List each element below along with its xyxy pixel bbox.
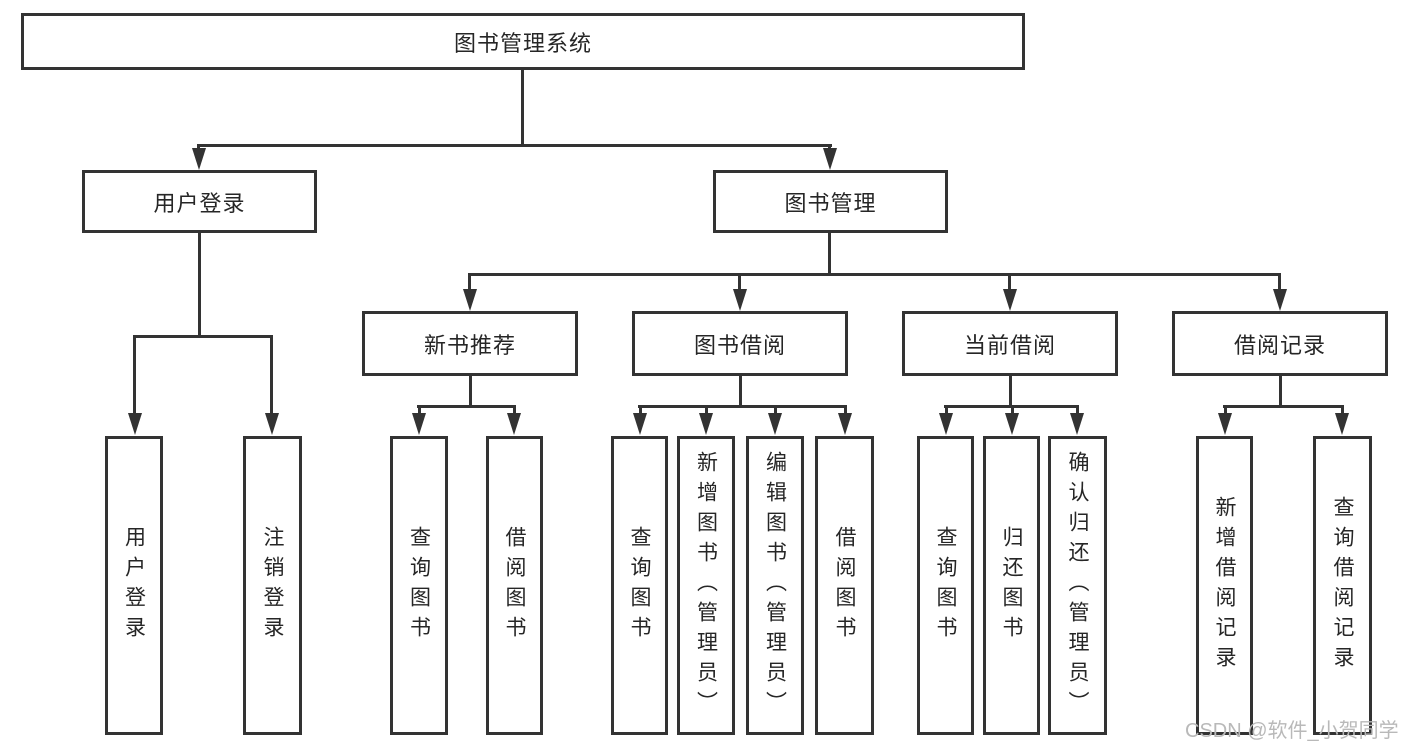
connector-line bbox=[1011, 405, 1014, 415]
connector-line bbox=[639, 405, 642, 415]
connector-line bbox=[1224, 405, 1227, 415]
connector-line bbox=[638, 405, 847, 408]
node-new-book-recommend: 新书推荐 bbox=[362, 311, 578, 376]
leaf-query-books-current: 查询图书 bbox=[917, 436, 974, 735]
arrowhead-down-icon bbox=[265, 413, 279, 435]
connector-line bbox=[738, 273, 741, 291]
connector-line bbox=[844, 405, 847, 415]
leaf-query-books-recommend: 查询图书 bbox=[390, 436, 448, 735]
connector-line bbox=[418, 405, 421, 415]
node-library-system: 图书管理系统 bbox=[21, 13, 1025, 70]
connector-line bbox=[197, 144, 832, 147]
node-book-management: 图书管理 bbox=[713, 170, 948, 233]
connector-line bbox=[828, 233, 831, 273]
connector-line bbox=[521, 70, 524, 144]
connector-line bbox=[705, 405, 708, 415]
connector-line bbox=[468, 273, 1281, 276]
leaf-edit-book-admin: 编辑图书（管理员） bbox=[746, 436, 804, 735]
arrowhead-down-icon bbox=[463, 289, 477, 311]
arrowhead-down-icon bbox=[192, 148, 206, 170]
arrowhead-down-icon bbox=[633, 413, 647, 435]
leaf-borrow-books: 借阅图书 bbox=[815, 436, 874, 735]
connector-line bbox=[774, 405, 777, 415]
connector-line bbox=[198, 233, 201, 335]
arrowhead-down-icon bbox=[412, 413, 426, 435]
leaf-add-borrow-record: 新增借阅记录 bbox=[1196, 436, 1253, 735]
node-book-borrow: 图书借阅 bbox=[632, 311, 848, 376]
connector-line bbox=[1278, 273, 1281, 291]
arrowhead-down-icon bbox=[1005, 413, 1019, 435]
connector-line bbox=[1076, 405, 1079, 415]
arrowhead-down-icon bbox=[507, 413, 521, 435]
arrowhead-down-icon bbox=[1003, 289, 1017, 311]
connector-line bbox=[1223, 405, 1344, 408]
watermark-csdn: CSDN @软件_小贺同学 bbox=[1185, 720, 1399, 742]
connector-line bbox=[468, 273, 471, 291]
arrowhead-down-icon bbox=[838, 413, 852, 435]
node-current-borrow: 当前借阅 bbox=[902, 311, 1118, 376]
arrowhead-down-icon bbox=[1335, 413, 1349, 435]
arrowhead-down-icon bbox=[699, 413, 713, 435]
arrowhead-down-icon bbox=[733, 289, 747, 311]
arrowhead-down-icon bbox=[1273, 289, 1287, 311]
connector-line bbox=[133, 335, 136, 415]
connector-line bbox=[469, 376, 472, 405]
leaf-confirm-return-admin: 确认归还（管理员） bbox=[1048, 436, 1107, 735]
arrowhead-down-icon bbox=[128, 413, 142, 435]
arrowhead-down-icon bbox=[768, 413, 782, 435]
leaf-borrow-books-recommend: 借阅图书 bbox=[486, 436, 543, 735]
connector-line bbox=[739, 376, 742, 405]
connector-line bbox=[945, 405, 948, 415]
leaf-return-books: 归还图书 bbox=[983, 436, 1040, 735]
leaf-query-books-borrow: 查询图书 bbox=[611, 436, 668, 735]
connector-line bbox=[270, 335, 273, 415]
arrowhead-down-icon bbox=[1070, 413, 1084, 435]
arrowhead-down-icon bbox=[823, 148, 837, 170]
arrowhead-down-icon bbox=[1218, 413, 1232, 435]
connector-line bbox=[1009, 376, 1012, 405]
connector-line bbox=[1341, 405, 1344, 415]
connector-line bbox=[417, 405, 516, 408]
connector-line bbox=[513, 405, 516, 415]
arrowhead-down-icon bbox=[939, 413, 953, 435]
leaf-logout: 注销登录 bbox=[243, 436, 302, 735]
connector-line bbox=[1279, 376, 1282, 405]
node-borrow-records: 借阅记录 bbox=[1172, 311, 1388, 376]
connector-line bbox=[1008, 273, 1011, 291]
leaf-add-book-admin: 新增图书（管理员） bbox=[677, 436, 735, 735]
leaf-user-login: 用户登录 bbox=[105, 436, 163, 735]
node-user-login: 用户登录 bbox=[82, 170, 317, 233]
leaf-query-borrow-record: 查询借阅记录 bbox=[1313, 436, 1372, 735]
connector-line bbox=[133, 335, 273, 338]
